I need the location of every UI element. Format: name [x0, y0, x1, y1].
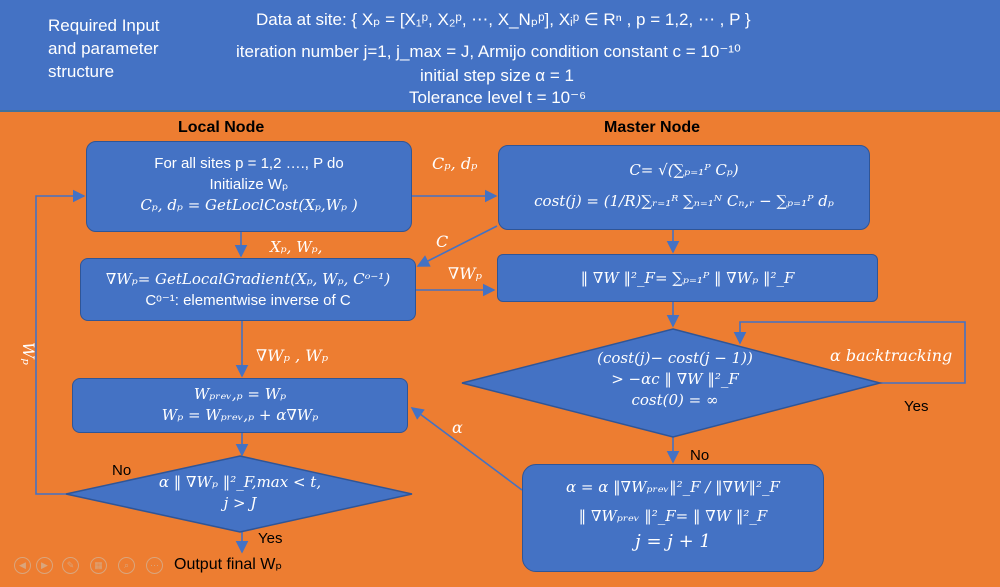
label-xp-wp: Xₚ, Wₚ, — [270, 238, 323, 256]
cost-line: C= √(∑ₚ₌₁ᴾ Cₚ) — [629, 161, 739, 179]
armijo-line: (cost(j)− cost(j − 1)) — [597, 349, 753, 367]
header-left-label: Required Input and parameter structure — [48, 14, 160, 83]
update-weights-box: Wₚᵣₑᵥ,ₚ = Wₚ Wₚ = Wₚᵣₑᵥ,ₚ + α∇Wₚ — [72, 378, 408, 433]
header-left-line: Required Input — [48, 16, 160, 35]
step-size-update-box: α = α ‖∇Wₚᵣₑᵥ‖²_F / ‖∇W‖²_F ‖ ∇Wₚᵣₑᵥ ‖²_… — [522, 464, 824, 572]
label-c: C — [436, 232, 449, 251]
armijo-line: > −αc ‖ ∇W ‖²_F — [611, 370, 739, 388]
check-line: j > J — [223, 494, 257, 512]
armijo-condition-text: (cost(j)− cost(j − 1)) > −αc ‖ ∇W ‖²_F c… — [540, 348, 810, 411]
local-node-title: Local Node — [178, 119, 265, 136]
grad-line: ∇Wₚ= GetLocalGradient(Xₚ, Wₚ, Cᵒ⁻¹) — [105, 270, 391, 288]
update-line: Wₚ = Wₚᵣₑᵥ,ₚ + α∇Wₚ — [161, 406, 319, 424]
norm-line: ‖ ∇W ‖²_F= ∑ₚ₌₁ᴾ ‖ ∇Wₚ ‖²_F — [580, 269, 795, 287]
init-line: For all sites p = 1,2 …., P do — [154, 155, 344, 172]
init-line: Cₚ, dₚ = GetLoclCost(Xₚ,Wₚ ) — [140, 196, 358, 214]
input-parameter-header: Required Input and parameter structure D… — [0, 0, 1000, 112]
gradient-norm-box: ‖ ∇W ‖²_F= ∑ₚ₌₁ᴾ ‖ ∇Wₚ ‖²_F — [497, 254, 878, 302]
more-options-icon[interactable]: ⋯ — [146, 557, 163, 574]
init-line: Initialize Wₚ — [209, 176, 289, 193]
header-line-data: Data at site: { Xₚ = [X₁ᵖ, X₂ᵖ, ⋯, X_Nₚᵖ… — [256, 10, 751, 29]
step-line: ‖ ∇Wₚᵣₑᵥ ‖²_F= ‖ ∇W ‖²_F — [578, 507, 768, 525]
armijo-line: cost(0) = ∞ — [631, 391, 719, 409]
label-alpha: α — [452, 418, 463, 437]
check-line: α ‖ ∇Wₚ ‖²_F,max < t, — [158, 473, 322, 491]
label-no-local: No — [112, 462, 132, 479]
label-grad-wp-wp: ∇Wₚ , Wₚ — [256, 346, 329, 365]
update-line: Wₚᵣₑᵥ,ₚ = Wₚ — [193, 385, 287, 403]
edge-cost-to-grad — [416, 225, 498, 267]
label-wp-loop: Wₚ — [19, 342, 38, 365]
slides-icon[interactable]: ▦ — [90, 557, 107, 574]
convergence-check-text: α ‖ ∇Wₚ ‖²_F,max < t, j > J — [120, 472, 360, 514]
initialize-box: For all sites p = 1,2 …., P do Initializ… — [86, 141, 412, 232]
label-cp-dp: Cₚ, dₚ — [432, 154, 478, 173]
header-line-stepsize: initial step size α = 1 — [420, 66, 574, 85]
edge-backtracking-loop — [733, 321, 966, 384]
label-alpha-backtracking: α backtracking — [830, 346, 953, 365]
label-no-master: No — [690, 447, 710, 464]
header-line-iteration: iteration number j=1, j_max = J, Armijo … — [236, 42, 741, 61]
header-line-tolerance: Tolerance level t = 10⁻⁶ — [409, 88, 587, 107]
next-slide-icon[interactable]: ▶ — [36, 557, 53, 574]
armijo-condition-diamond — [461, 328, 883, 438]
step-line: α = α ‖∇Wₚᵣₑᵥ‖²_F / ‖∇W‖²_F — [566, 478, 780, 496]
edge-step-to-update — [410, 407, 523, 491]
pen-icon[interactable]: ✎ — [62, 557, 79, 574]
cost-box: C= √(∑ₚ₌₁ᴾ Cₚ) cost(j) = (1/R)∑ᵣ₌₁ᴿ ∑ₙ₌₁… — [498, 145, 870, 230]
label-grad-wp: ∇Wₚ — [448, 264, 483, 283]
grad-line: Cᵒ⁻¹: elementwise inverse of C — [145, 292, 351, 309]
header-left-line: and parameter — [48, 39, 159, 58]
local-gradient-box: ∇Wₚ= GetLocalGradient(Xₚ, Wₚ, Cᵒ⁻¹) Cᵒ⁻¹… — [80, 258, 416, 321]
convergence-check-diamond — [65, 455, 413, 533]
cost-line: cost(j) = (1/R)∑ᵣ₌₁ᴿ ∑ₙ₌₁ᴺ Cₙ,ᵣ − ∑ₚ₌₁ᴾ … — [534, 192, 834, 210]
prev-slide-icon[interactable]: ◀ — [14, 557, 31, 574]
output-final-wp: Output final Wₚ — [174, 556, 283, 573]
step-line: j = j + 1 — [635, 531, 711, 552]
edge-check-loop-to-init — [35, 189, 86, 495]
label-yes-master: Yes — [904, 398, 929, 415]
header-left-line: structure — [48, 62, 115, 81]
master-node-title: Master Node — [604, 119, 701, 136]
label-yes-local: Yes — [258, 530, 283, 547]
zoom-icon[interactable]: ⌕ — [118, 557, 135, 574]
